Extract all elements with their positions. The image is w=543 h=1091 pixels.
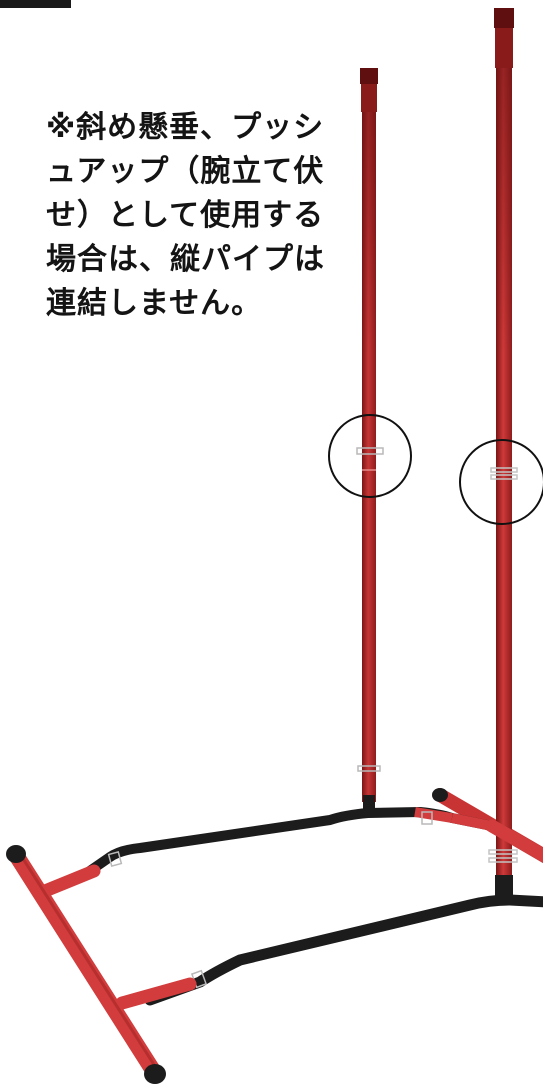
usage-note-line-4: 場合は、縦パイプは — [46, 242, 325, 277]
left-pole-lower-clip — [357, 765, 381, 772]
left-pole-top-cap — [360, 68, 378, 84]
left-vertical-pole — [356, 68, 384, 817]
right-pole-top-cap — [494, 8, 514, 28]
right-pole-clip — [490, 467, 518, 473]
back-right-endcap — [432, 788, 448, 802]
front-crossbar-top-endcap — [6, 845, 26, 863]
left-pole-foot — [363, 795, 375, 817]
right-vertical-pole — [488, 8, 518, 905]
usage-note-line-5: 連結しません。 — [46, 286, 263, 321]
usage-note-line-3: せ）として使用する — [46, 198, 325, 233]
usage-note-line-2: ュアップ（腕立て伏 — [46, 154, 325, 189]
right-joint-highlight-circle — [459, 439, 543, 525]
front-base-frame — [107, 811, 543, 1006]
left-pole-clip — [356, 447, 384, 455]
front-crossbar-bottom-endcap — [144, 1064, 166, 1084]
usage-note: ※斜め懸垂、プッシ ュアップ（腕立て伏 せ）として使用する 場合は、縦パイプは … — [46, 106, 338, 326]
front-crossbar — [6, 845, 166, 1084]
left-joint-highlight-circle — [328, 414, 412, 498]
usage-note-line-1: ※斜め懸垂、プッシ — [46, 110, 325, 145]
corner-tab — [0, 0, 71, 8]
back-base-frame — [79, 807, 497, 880]
right-pole-lower-clip — [488, 849, 518, 855]
right-crossbar — [485, 819, 543, 863]
front-stubs — [33, 864, 197, 1010]
